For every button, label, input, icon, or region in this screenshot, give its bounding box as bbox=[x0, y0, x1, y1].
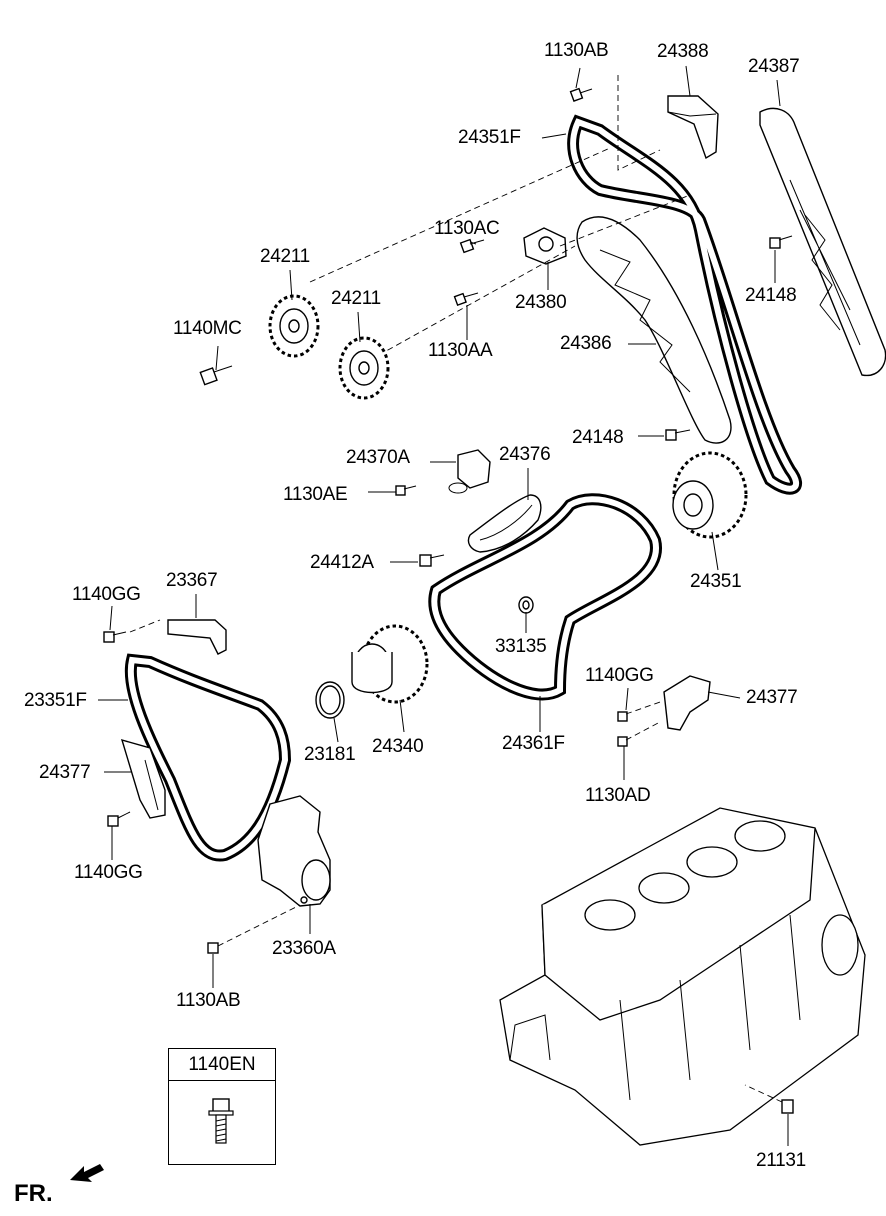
label-24412a: 24412A bbox=[310, 552, 374, 573]
label-1140gg-bottom: 1140GG bbox=[74, 862, 143, 883]
part-23181-oring bbox=[315, 681, 345, 719]
part-24361f-chain bbox=[428, 493, 662, 701]
label-24377-left: 24377 bbox=[39, 762, 91, 783]
label-24380: 24380 bbox=[515, 292, 567, 313]
part-24387-guide bbox=[759, 107, 886, 377]
part-24211-sprocket-a bbox=[268, 294, 320, 358]
part-24377-right-guide bbox=[663, 675, 711, 731]
dash-line-24211-b bbox=[369, 245, 576, 361]
label-24148-top: 24148 bbox=[745, 285, 797, 306]
part-24370a-tensioner bbox=[430, 449, 491, 494]
bolt-24148-mid bbox=[665, 429, 691, 441]
label-1130ab-top: 1130AB bbox=[544, 40, 609, 61]
label-23351f: 23351F bbox=[24, 690, 87, 711]
bolt-24148-top bbox=[769, 235, 793, 249]
label-24148-mid: 24148 bbox=[572, 427, 624, 448]
bolt-1140mc bbox=[199, 365, 233, 386]
label-24388: 24388 bbox=[657, 41, 709, 62]
label-24370a: 24370A bbox=[346, 447, 410, 468]
part-24386-tensioner-arm bbox=[576, 216, 732, 444]
bolt-1130aa bbox=[453, 292, 479, 307]
label-1130ae: 1130AE bbox=[283, 484, 348, 505]
part-33135-washer bbox=[518, 596, 534, 614]
label-24211-b: 24211 bbox=[331, 288, 381, 309]
label-23367: 23367 bbox=[166, 570, 218, 591]
legend-part-number: 1140EN bbox=[169, 1049, 275, 1081]
label-23360a: 23360A bbox=[272, 938, 336, 959]
part-24377-left-guide bbox=[120, 738, 166, 819]
part-23367-guide bbox=[167, 619, 227, 655]
bolt-24412a bbox=[419, 554, 445, 567]
bolt-1140gg-bottom bbox=[107, 811, 131, 827]
bolt-icon bbox=[208, 1098, 234, 1144]
part-24376-guide bbox=[467, 494, 542, 553]
part-24351-sprocket bbox=[672, 451, 748, 539]
part-24380-tensioner bbox=[523, 227, 567, 265]
upper-timing-chain bbox=[567, 114, 802, 495]
part-24388-guide bbox=[667, 95, 719, 160]
dash-line-24380 bbox=[559, 194, 691, 247]
label-1130ab-bottom: 1130AB bbox=[176, 990, 241, 1011]
label-24340: 24340 bbox=[372, 736, 424, 757]
bolt-1130ab-bottom bbox=[207, 904, 301, 954]
label-33135: 33135 bbox=[495, 636, 547, 657]
bolt-1140gg-left bbox=[103, 619, 161, 643]
dash-line-1130ab bbox=[617, 75, 661, 171]
part-24211-sprocket-b bbox=[338, 336, 390, 400]
label-24351f: 24351F bbox=[458, 127, 521, 148]
label-24386: 24386 bbox=[560, 333, 612, 354]
part-engine-block bbox=[499, 807, 866, 1146]
bolt-1130ab-top bbox=[569, 87, 593, 102]
part-24340-crank-sprocket bbox=[351, 624, 429, 704]
label-1130aa: 1130AA bbox=[428, 340, 493, 361]
label-24351: 24351 bbox=[690, 571, 742, 592]
label-24361f: 24361F bbox=[502, 733, 565, 754]
label-1140gg-left: 1140GG bbox=[72, 584, 141, 605]
label-23181: 23181 bbox=[304, 744, 356, 765]
label-1140mc: 1140MC bbox=[173, 318, 242, 339]
bolt-1140gg-right bbox=[617, 701, 661, 722]
part-23351f-chain bbox=[124, 653, 292, 862]
dash-line-24211-a bbox=[309, 147, 611, 283]
label-1130ad: 1130AD bbox=[585, 785, 651, 806]
leader-lines bbox=[98, 65, 789, 1146]
label-21131: 21131 bbox=[756, 1150, 806, 1171]
part-23360a-bracket bbox=[257, 795, 331, 907]
label-1140gg-right: 1140GG bbox=[585, 665, 654, 686]
label-24376: 24376 bbox=[499, 444, 551, 465]
bolt-1130ac bbox=[459, 238, 485, 254]
label-24377-right: 24377 bbox=[746, 687, 798, 708]
bolt-21131 bbox=[744, 1084, 794, 1114]
bolt-1130ae bbox=[368, 485, 417, 496]
label-24211-a: 24211 bbox=[260, 246, 310, 267]
label-24387: 24387 bbox=[748, 56, 800, 77]
front-direction-label: FR. bbox=[14, 1180, 53, 1207]
front-arrow-icon bbox=[70, 1164, 104, 1182]
legend-box: 1140EN bbox=[168, 1048, 276, 1165]
label-1130ac: 1130AC bbox=[434, 218, 500, 239]
bolt-1130ad bbox=[617, 721, 661, 747]
